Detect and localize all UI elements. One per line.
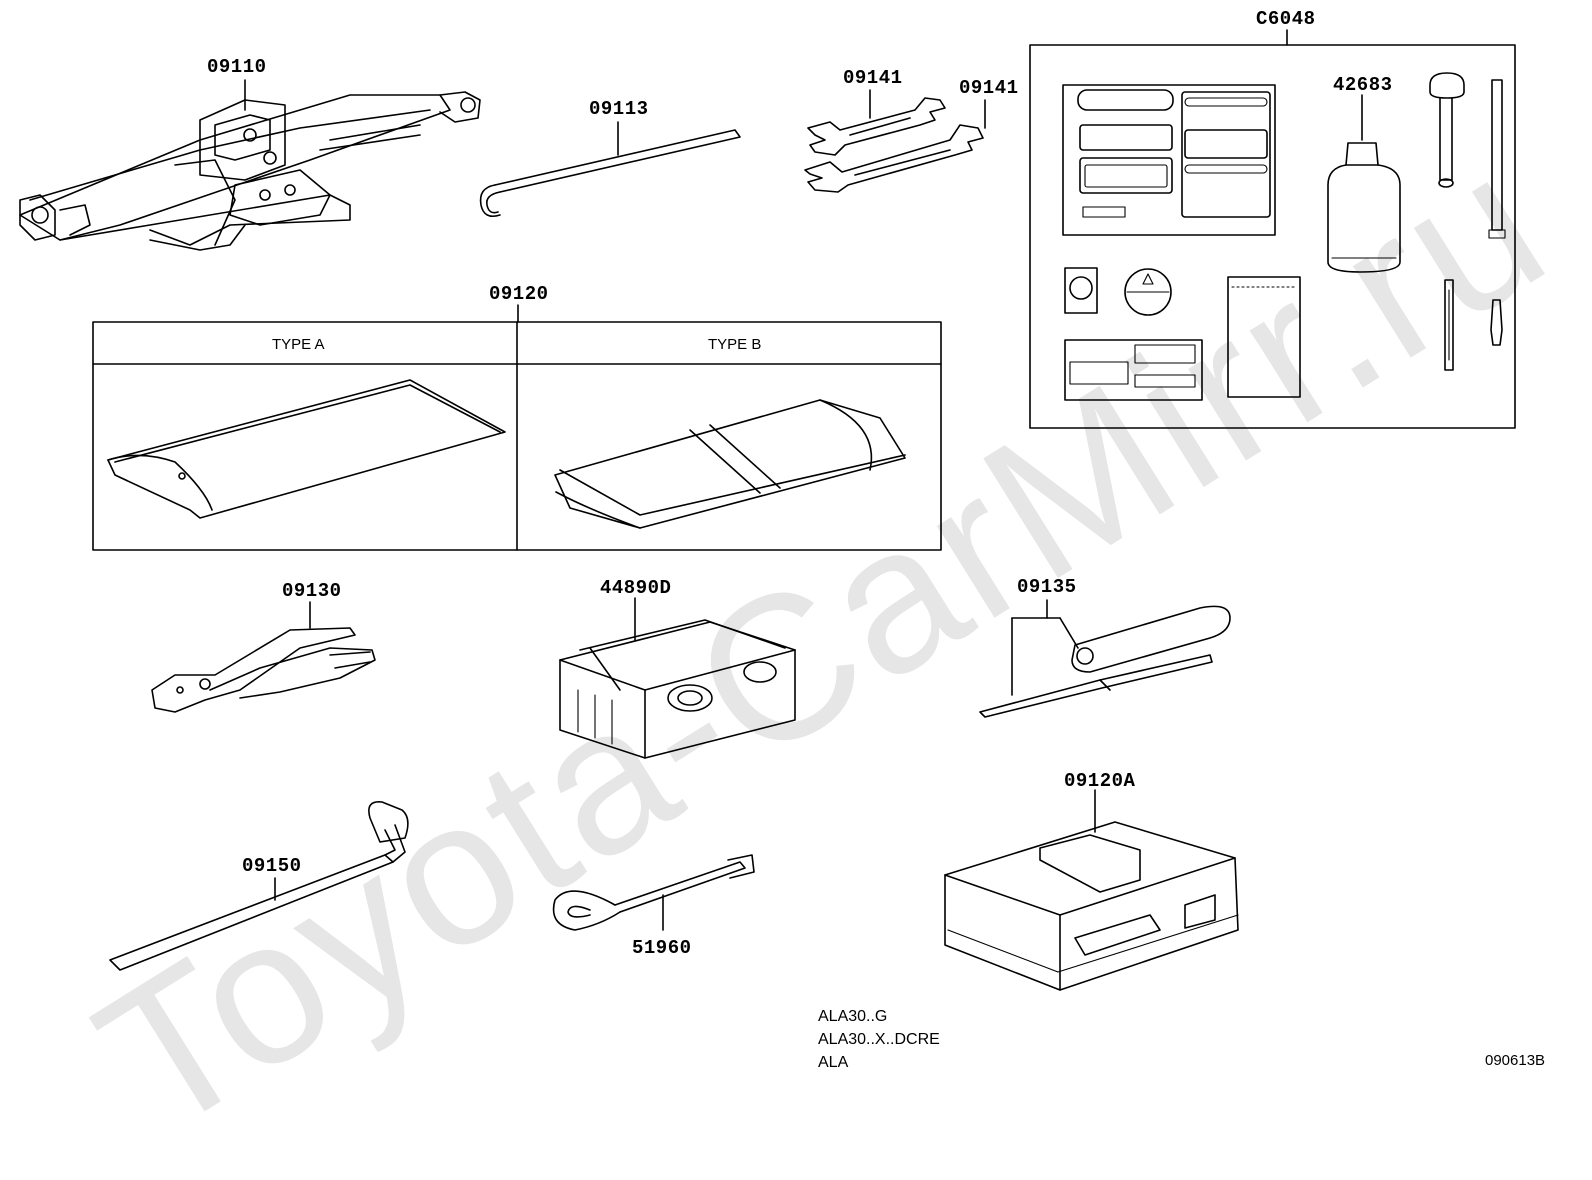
diagram-drawing	[19, 29, 1516, 991]
part-number-42683[interactable]: 42683	[1333, 74, 1393, 96]
storage-case-drawing	[944, 789, 1239, 991]
compressor-drawing	[559, 597, 796, 759]
handle-rod-drawing	[479, 121, 741, 218]
model-line: ALA	[818, 1054, 849, 1071]
part-number-09141-left[interactable]: 09141	[843, 67, 903, 89]
part-number-09120A[interactable]: 09120A	[1064, 770, 1136, 792]
repair-kit-box-drawing	[1029, 29, 1516, 429]
wrench-set-drawing	[804, 89, 986, 193]
model-line: ALA30..X..DCRE	[818, 1031, 940, 1048]
part-number-09113[interactable]: 09113	[589, 98, 649, 120]
model-line: ALA30..G	[818, 1008, 888, 1025]
scissor-jack-drawing	[19, 79, 481, 251]
part-number-09135[interactable]: 09135	[1017, 576, 1077, 598]
lug-wrench-drawing	[109, 801, 409, 971]
tool-bag-box-drawing	[92, 304, 942, 551]
parts-diagram: Toyota-CarMirr.ru	[19, 8, 1583, 1177]
part-number-09130[interactable]: 09130	[282, 580, 342, 602]
type-a-label: TYPE A	[272, 336, 325, 353]
part-number-44890D[interactable]: 44890D	[600, 577, 672, 599]
part-number-C6048[interactable]: C6048	[1256, 8, 1316, 30]
figure-id: 090613B	[1485, 1052, 1546, 1069]
screwdriver-set-drawing	[979, 599, 1231, 718]
type-b-label: TYPE B	[708, 336, 762, 353]
part-number-09120[interactable]: 09120	[489, 283, 549, 305]
part-number-51960[interactable]: 51960	[632, 937, 692, 959]
pliers-drawing	[151, 601, 376, 713]
spare-tire-hook-drawing	[552, 854, 755, 931]
part-number-09110[interactable]: 09110	[207, 56, 267, 78]
part-number-09150[interactable]: 09150	[242, 855, 302, 877]
part-number-09141-right[interactable]: 09141	[959, 77, 1019, 99]
